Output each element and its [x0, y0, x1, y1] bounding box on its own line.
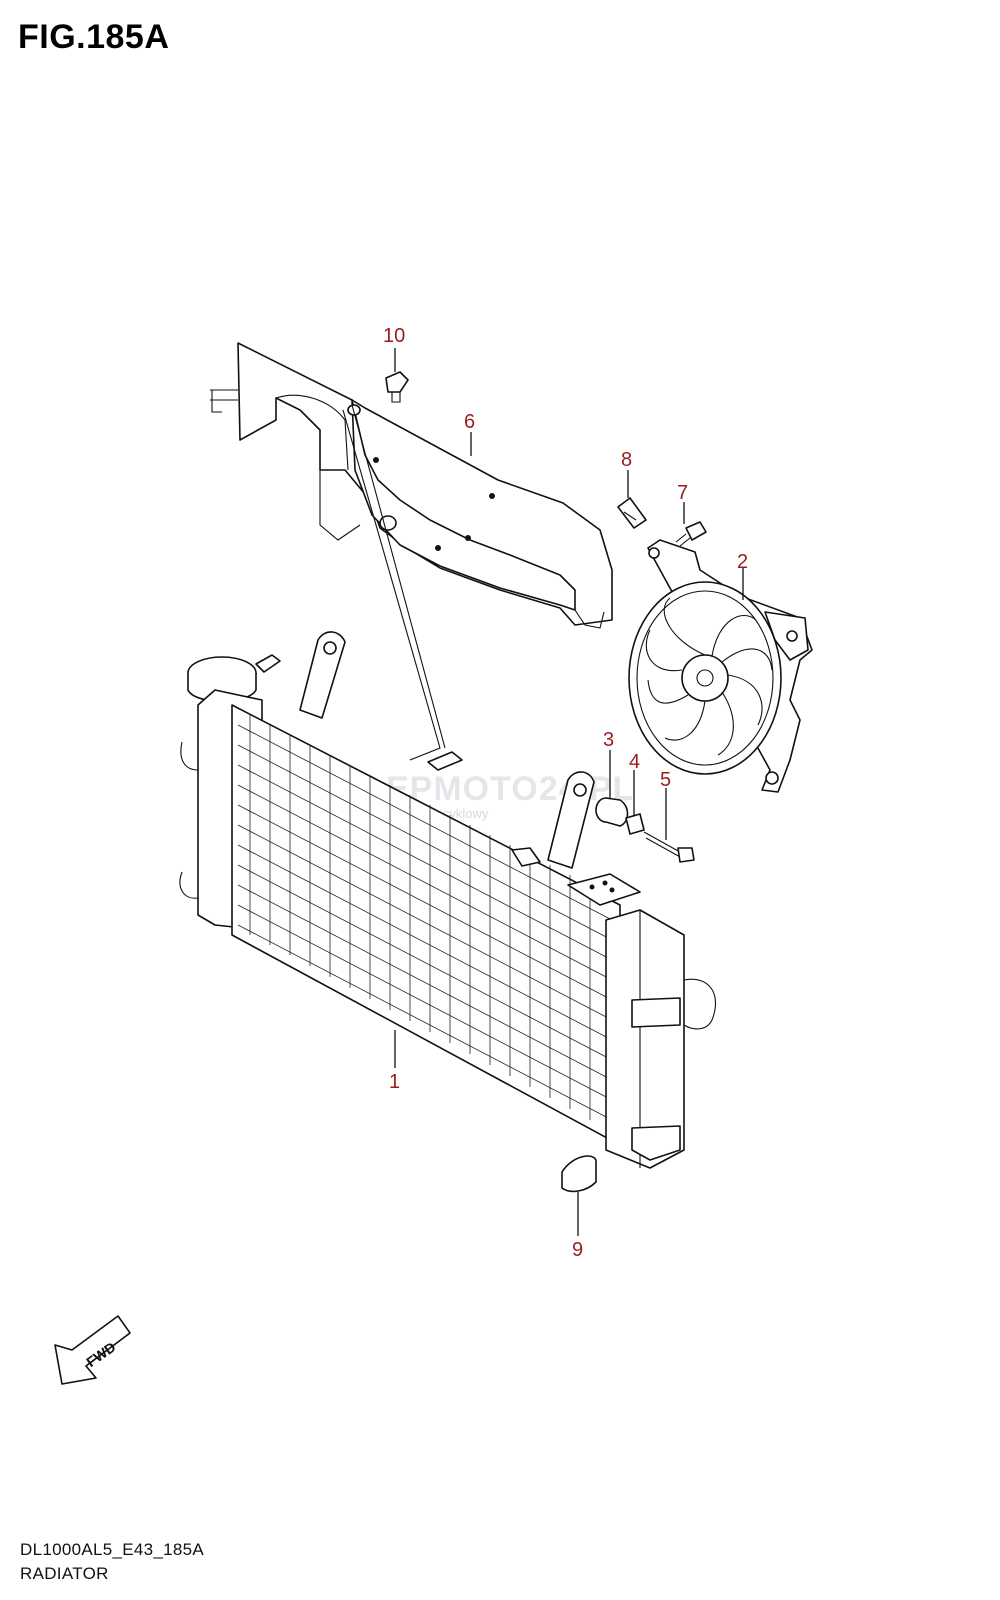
cushion-part-9: [561, 1155, 597, 1193]
bolt-part-7: [675, 521, 707, 547]
radiator-fins: [237, 715, 613, 1121]
callout-5: 5: [660, 769, 671, 791]
callout-3: 3: [603, 729, 614, 751]
clip-part-10: [385, 371, 409, 403]
forward-direction-arrow: FWD: [54, 1315, 131, 1385]
radiator-part-1: [179, 631, 717, 1169]
callout-1: 1: [389, 1071, 400, 1093]
leader-lines: [394, 348, 744, 1236]
model-code: DL1000AL5_E43_185A: [20, 1540, 205, 1559]
section-name: RADIATOR: [20, 1564, 109, 1583]
callout-numbers: 10 6 8 7 2 3 4 5 1 9: [383, 325, 748, 1261]
callout-4: 4: [629, 751, 640, 773]
figure-title: FIG.185A: [18, 18, 170, 56]
grommet-part-3: [595, 797, 629, 827]
callout-8: 8: [621, 449, 632, 471]
callout-10: 10: [383, 325, 405, 347]
collar-part-4: [625, 813, 645, 835]
callout-2: 2: [737, 551, 748, 573]
radiator-shroud-part-6: [210, 342, 613, 761]
nut-clip-part-8: [617, 497, 647, 529]
cooling-fan-part-2: [628, 539, 813, 793]
bolt-part-5: [643, 831, 695, 863]
callout-7: 7: [677, 482, 688, 504]
callout-9: 9: [572, 1239, 583, 1261]
callout-6: 6: [464, 411, 475, 433]
